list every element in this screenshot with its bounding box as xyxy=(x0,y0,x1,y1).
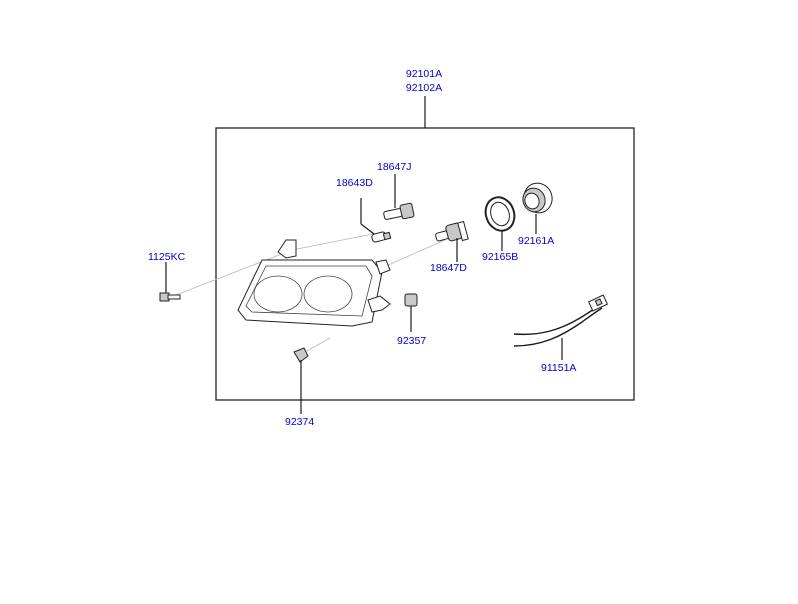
leader-18643d-tip xyxy=(360,223,375,235)
headlamp-side-bracket xyxy=(375,259,391,275)
wiring-harness-91151a[interactable] xyxy=(513,294,609,347)
seal-92165b[interactable] xyxy=(481,193,519,235)
guide-line-bulb-small xyxy=(291,231,384,251)
assembly-label-2[interactable]: 92102A xyxy=(406,82,442,94)
socket-92357[interactable] xyxy=(404,293,418,307)
part-label-92161a[interactable]: 92161A xyxy=(518,235,554,247)
headlamp-lower-bracket xyxy=(367,295,391,313)
headlamp-low-beam-reflector xyxy=(253,275,303,313)
assembly-label-1[interactable]: 92101A xyxy=(406,68,442,80)
headlamp-top-bracket xyxy=(277,239,297,259)
clip-92374[interactable] xyxy=(293,347,309,363)
part-label-18647j[interactable]: 18647J xyxy=(377,161,411,173)
part-label-18643d[interactable]: 18643D xyxy=(336,177,373,189)
bulb-18647j[interactable] xyxy=(383,202,415,220)
bulb-18647d[interactable] xyxy=(435,220,469,242)
part-label-92357[interactable]: 92357 xyxy=(397,335,426,347)
bolt-1125kc[interactable] xyxy=(159,292,181,302)
part-label-92374[interactable]: 92374 xyxy=(285,416,314,428)
bulb-18643d[interactable] xyxy=(371,231,392,243)
guide-line-clip xyxy=(304,337,331,353)
headlamp-housing xyxy=(237,239,391,327)
part-label-91151a[interactable]: 91151A xyxy=(541,362,576,374)
part-label-18647d[interactable]: 18647D xyxy=(430,262,467,274)
headlamp-high-beam-reflector xyxy=(303,275,353,313)
guide-line-bolt xyxy=(175,249,293,296)
cap-92161a[interactable] xyxy=(520,179,557,217)
guide-line-bulb-main xyxy=(385,239,446,267)
part-label-1125kc[interactable]: 1125KC xyxy=(148,251,186,263)
part-label-92165b[interactable]: 92165B xyxy=(482,251,518,263)
headlamp-lens-inner xyxy=(245,265,373,317)
